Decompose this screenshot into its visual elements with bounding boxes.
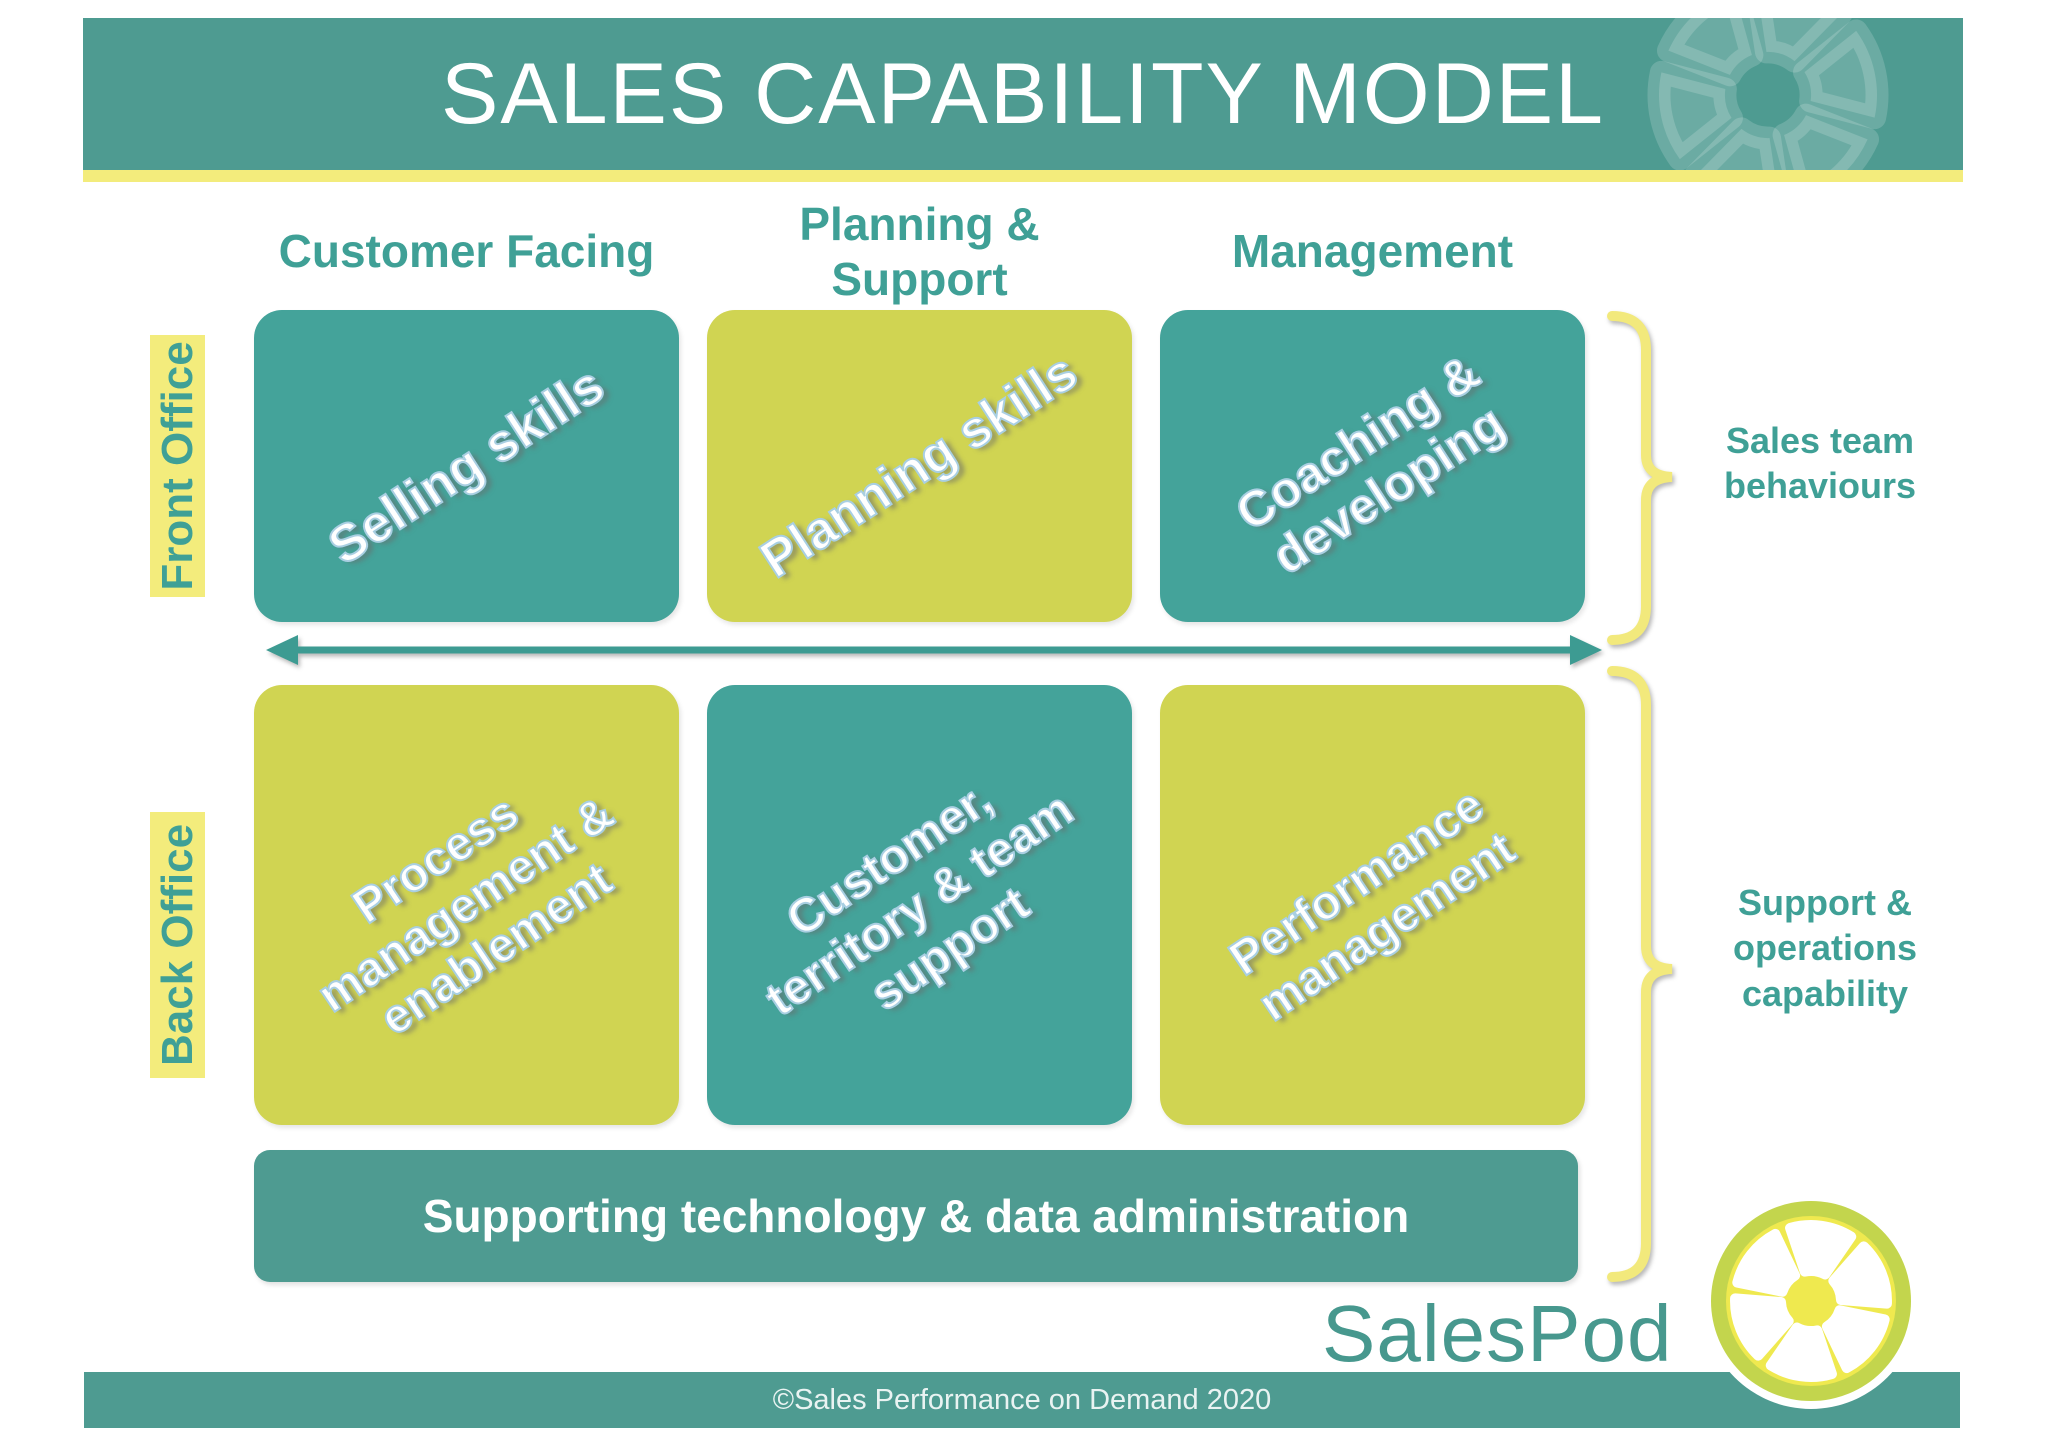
cell-customer-territory-team-support: Customer, territory & team support	[707, 685, 1132, 1125]
annotation-sales-team-behaviours: Sales team behaviours	[1723, 420, 1917, 507]
row-label-back-office: Back Office	[150, 812, 205, 1078]
foundation-bar: Supporting technology & data administrat…	[254, 1150, 1578, 1282]
cell-performance-management: Performance management	[1160, 685, 1585, 1125]
cell-coaching-developing: Coaching & developing	[1160, 310, 1585, 622]
header-bar: SALES CAPABILITY MODEL	[83, 18, 1963, 170]
cell-process-management-enablement: Process management & enablement	[254, 685, 679, 1125]
foundation-text: Supporting technology & data administrat…	[422, 1190, 1410, 1242]
column-header-customer-facing: Customer Facing	[278, 225, 655, 278]
copyright-text: ©Sales Performance on Demand 2020	[772, 1383, 1272, 1416]
row-label-text: Front Office	[152, 341, 202, 591]
row-label-front-office: Front Office	[150, 335, 205, 597]
cell-planning-skills: Planning skills	[707, 310, 1132, 622]
citrus-pattern-icon	[1647, 18, 1889, 170]
brand-wordmark: SalesPod	[1322, 1289, 1673, 1378]
double-arrow-icon	[266, 635, 1602, 665]
cell-selling-skills: Selling skills	[254, 310, 679, 622]
row-label-text: Back Office	[152, 823, 202, 1067]
annotation-support-operations-capability: Support & operations capability	[1732, 882, 1918, 1014]
brace-icon-support-operations	[1607, 666, 1673, 1282]
brace-icon-sales-team	[1607, 311, 1673, 645]
column-header-management: Management	[1231, 225, 1514, 278]
citrus-slice-logo-icon	[1703, 1193, 1919, 1409]
column-header-planning-support: Planning & Support	[799, 197, 1040, 305]
page-title: SALES CAPABILITY MODEL	[440, 46, 1605, 142]
footer-bar: ©Sales Performance on Demand 2020	[84, 1372, 1960, 1428]
yellow-divider	[83, 170, 1963, 182]
